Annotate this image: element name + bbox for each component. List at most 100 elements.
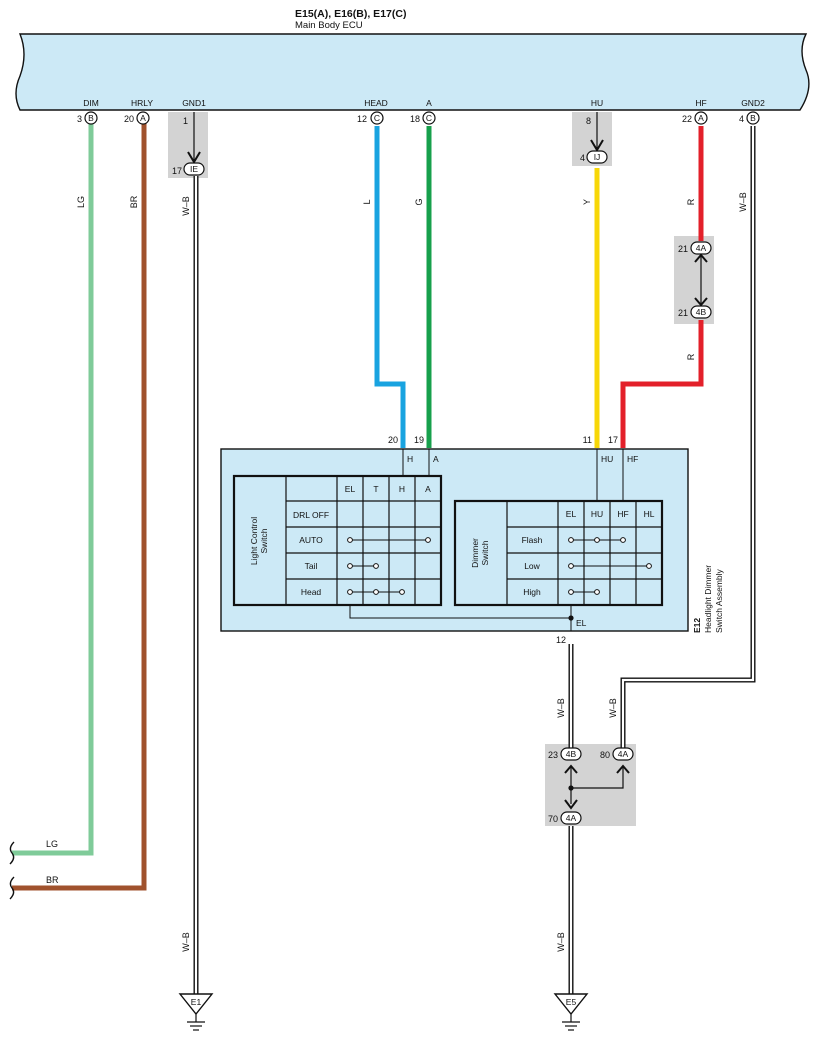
ecu-pin-a: 18	[410, 114, 420, 124]
wire-label-wb-switch: W–B	[556, 698, 566, 718]
dimmer-col-el: EL	[566, 509, 577, 519]
wire-label-wb-e1: W–B	[181, 932, 191, 952]
ecu-body	[15, 33, 810, 111]
wire-label-lg: LG	[76, 196, 86, 208]
dimmer-continuity-high	[568, 589, 600, 595]
connector-4a-icon	[560, 811, 582, 825]
ecu-conn-gnd2: B	[750, 113, 756, 123]
connector-c-icon	[370, 111, 384, 125]
dimmer-row-flash: Flash	[522, 535, 543, 545]
ecu-terminal-head: HEAD	[364, 98, 388, 108]
ecu-terminal-hf: HF	[695, 98, 706, 108]
dimmer-col-hl: HL	[644, 509, 655, 519]
ecu-conn-hf: A	[698, 113, 704, 123]
wire-break-lg-icon	[9, 841, 15, 865]
wire-label-wb-gnd2-lower: W–B	[608, 698, 618, 718]
light-control-title-line1: Light Control	[249, 517, 259, 565]
junction-conn-gnd1: IE	[190, 164, 198, 174]
light-control-title-line2: Switch	[259, 528, 269, 553]
dimmer-row-high: High	[523, 587, 541, 597]
wire-label-wb-gnd1: W–B	[181, 196, 191, 216]
wire-label-l: L	[362, 199, 372, 204]
light-col-el: EL	[345, 484, 356, 494]
ecu-name: Main Body ECU	[295, 20, 363, 31]
junction-pin-gnd-in2: 80	[600, 750, 610, 760]
connector-ie-icon	[183, 162, 205, 176]
wire-label-y: Y	[582, 199, 592, 205]
ecu-terminal-gnd2: GND2	[741, 98, 765, 108]
wire-label-wb-gnd2: W–B	[738, 192, 748, 212]
ground-e5-icon	[553, 993, 589, 1031]
connector-4b-icon	[690, 305, 712, 319]
wire-lg	[12, 118, 94, 856]
ecu-terminal-gnd1: GND1	[182, 98, 206, 108]
connector-b-icon	[746, 111, 760, 125]
junction-pin-gnd-in1: 23	[548, 750, 558, 760]
ecu-conn-head: C	[374, 113, 380, 123]
connector-4b-icon	[560, 747, 582, 761]
ground-e1-label: E1	[191, 997, 202, 1007]
junction-pin-gnd1: 17	[172, 166, 182, 176]
wire-break-br-icon	[9, 876, 15, 900]
hu-arrow-icon	[590, 139, 604, 152]
ground-junction-lead	[570, 766, 624, 804]
connector-ij-icon	[586, 150, 608, 164]
light-continuity-auto	[347, 537, 431, 543]
switch-pin-hu: 11	[583, 435, 592, 445]
hf-up-arrow-icon	[694, 253, 708, 263]
connector-4a-icon	[612, 747, 634, 761]
ecu-terminal-dim: DIM	[83, 98, 99, 108]
wire-label-r-upper: R	[686, 198, 696, 205]
wire-label-lg-out: LG	[46, 839, 58, 849]
light-continuity-head	[347, 589, 405, 595]
hf-down-arrow-icon	[694, 297, 708, 307]
dimmer-col-hf: HF	[617, 509, 628, 519]
wire-label-br-out: BR	[46, 875, 59, 885]
wire-r-hf	[620, 126, 704, 448]
connector-b-icon	[84, 111, 98, 125]
ecu-terminal-a: A	[426, 98, 432, 108]
dimmer-continuity-low	[568, 563, 652, 569]
switch-assembly-name-line1: Headlight Dimmer	[703, 565, 713, 633]
light-row-auto: AUTO	[299, 535, 323, 545]
junction-conn-gnd-in2: 4A	[618, 749, 629, 759]
wire-l-head	[374, 126, 406, 448]
el-internal-bus	[349, 605, 571, 619]
ecu-pin-gnd2: 4	[739, 114, 744, 124]
wire-wb-gnd2	[620, 126, 756, 748]
junction-pin-hu: 4	[580, 153, 585, 163]
dimmer-col-hu: HU	[591, 509, 603, 519]
junction-conn-hf-upper: 4A	[696, 243, 707, 253]
junction-pin-hf-lower: 21	[678, 308, 688, 318]
ground-junction-dot	[568, 785, 574, 791]
wire-label-g: G	[414, 198, 424, 205]
ecu-pin-hu: 8	[586, 116, 591, 126]
ecu-conn-a: C	[426, 113, 432, 123]
ecu-pin-dim: 3	[77, 114, 82, 124]
light-col-h: H	[399, 484, 405, 494]
ground-in2-arrow-icon	[616, 764, 630, 774]
switch-pin-hf: 17	[608, 435, 618, 445]
ecu-pin-hf: 22	[682, 114, 692, 124]
light-row-tail: Tail	[305, 561, 318, 571]
ground-out-arrow-icon	[564, 799, 578, 810]
switch-terminal-hu: HU	[601, 454, 613, 464]
gnd1-arrow-icon	[187, 151, 201, 164]
junction-pin-gnd-out: 70	[548, 814, 558, 824]
ecu-pin-head: 12	[357, 114, 367, 124]
dimmer-title-line1: Dimmer	[470, 538, 480, 568]
junction-conn-hu: IJ	[594, 152, 601, 162]
switch-pin-a: 19	[414, 435, 424, 445]
connector-a-icon	[694, 111, 708, 125]
dimmer-row-low: Low	[524, 561, 540, 571]
light-row-head: Head	[301, 587, 322, 597]
connector-a-icon	[136, 111, 150, 125]
switch-terminal-a: A	[433, 454, 439, 464]
dimmer-title-line2: Switch	[480, 540, 490, 565]
switch-terminal-h: H	[407, 454, 413, 464]
ground-e5-label: E5	[566, 997, 577, 1007]
light-row-drl-off: DRL OFF	[293, 510, 329, 520]
ecu-pin-hrly: 20	[124, 114, 134, 124]
connector-c-icon	[422, 111, 436, 125]
